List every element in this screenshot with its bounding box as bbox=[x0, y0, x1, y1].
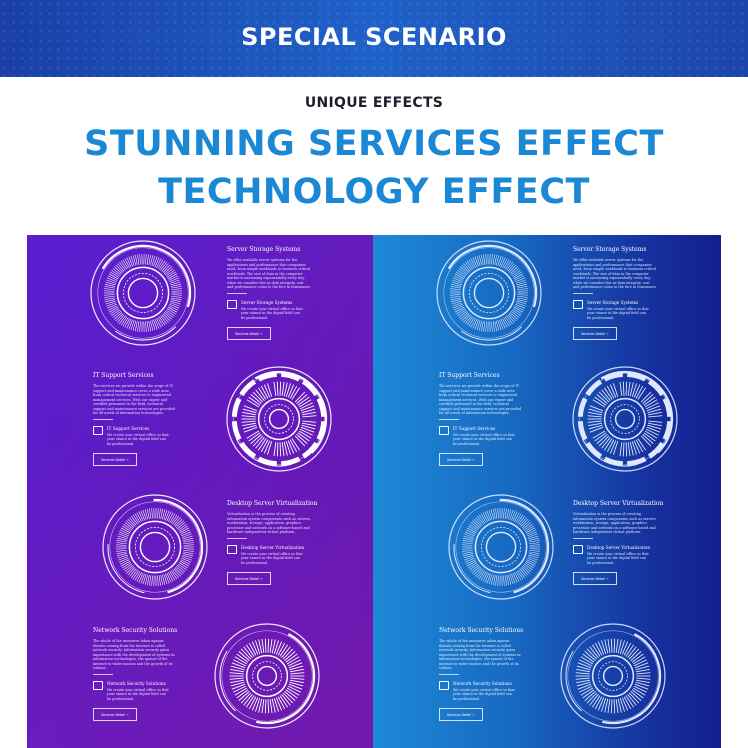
service-title: IT Support Services bbox=[439, 372, 500, 379]
service-block: Server Storage Systems We offer available… bbox=[573, 246, 657, 340]
feature-title: IT Support Services bbox=[453, 425, 496, 431]
tech-ring-graphic bbox=[102, 494, 208, 600]
divider bbox=[227, 537, 247, 539]
feature-title: Network Security Solutions bbox=[107, 680, 166, 686]
service-title: IT Support Services bbox=[93, 372, 154, 379]
headline-line-2: TECHNOLOGY EFFECT bbox=[158, 172, 590, 212]
divider bbox=[573, 292, 593, 294]
feature-title: IT Support Services bbox=[107, 425, 150, 431]
tech-ring-graphic bbox=[572, 366, 678, 472]
divider bbox=[573, 537, 593, 539]
banner-dot-pattern bbox=[0, 0, 748, 77]
network-icon bbox=[439, 680, 449, 690]
network-icon bbox=[93, 680, 103, 690]
service-description: The services we provide within the scope… bbox=[439, 384, 522, 415]
eyebrow-label: UNIQUE EFFECTS bbox=[304, 95, 444, 111]
tech-ring-graphic bbox=[226, 366, 332, 472]
server-icon bbox=[227, 299, 237, 309]
services-detail-button[interactable]: Services Detail → bbox=[93, 453, 137, 466]
divider bbox=[439, 418, 459, 420]
support-icon bbox=[439, 425, 449, 435]
support-icon bbox=[93, 425, 103, 435]
services-detail-button[interactable]: Services Detail → bbox=[573, 327, 617, 340]
desktop-icon bbox=[573, 544, 583, 554]
server-icon bbox=[573, 299, 583, 309]
service-title: Network Security Solutions bbox=[439, 627, 524, 634]
feature-title: Desktop Server Virtualization bbox=[587, 544, 651, 550]
service-description: Virtualization is the process of creatin… bbox=[573, 512, 657, 534]
feature-description: We create your virtual office so that yo… bbox=[587, 551, 649, 565]
divider bbox=[93, 673, 113, 675]
preview-panel-purple bbox=[27, 235, 373, 748]
desktop-icon bbox=[227, 544, 237, 554]
service-title: Network Security Solutions bbox=[93, 627, 178, 634]
tech-ring-graphic bbox=[448, 494, 554, 600]
feature-title: Network Security Solutions bbox=[453, 680, 512, 686]
service-title: Server Storage Systems bbox=[227, 246, 301, 253]
service-description: The services we provide within the scope… bbox=[93, 384, 176, 415]
feature-title: Server Storage Systems bbox=[241, 299, 293, 305]
divider bbox=[93, 418, 113, 420]
service-title: Desktop Server Virtualization bbox=[573, 500, 664, 507]
feature-description: We create your virtual office so that yo… bbox=[587, 306, 649, 320]
banner-title: SPECIAL SCENARIO bbox=[241, 22, 507, 51]
service-block: Server Storage Systems We offer available… bbox=[227, 246, 311, 340]
headline-line-1: STUNNING SERVICES EFFECT bbox=[84, 124, 664, 164]
tech-ring-graphic bbox=[90, 240, 196, 346]
feature-title: Server Storage Systems bbox=[587, 299, 639, 305]
feature-title: Desktop Server Virtualization bbox=[241, 544, 305, 550]
services-detail-button[interactable]: Services Detail → bbox=[573, 572, 617, 585]
feature-description: We create your virtual office so that yo… bbox=[241, 551, 303, 565]
service-title: Desktop Server Virtualization bbox=[227, 500, 318, 507]
services-detail-button[interactable]: Services Detail → bbox=[227, 572, 271, 585]
services-detail-button[interactable]: Services Detail → bbox=[439, 708, 483, 721]
service-description: The whole of the measures taken against … bbox=[93, 639, 175, 670]
tech-ring-graphic bbox=[436, 240, 542, 346]
feature-description: We create your virtual office so that yo… bbox=[107, 432, 169, 446]
tech-ring-graphic bbox=[214, 623, 320, 729]
feature-description: We create your virtual office so that yo… bbox=[107, 687, 169, 701]
service-description: The whole of the measures taken against … bbox=[439, 639, 521, 670]
divider bbox=[227, 292, 247, 294]
feature-description: We create your virtual office so that yo… bbox=[241, 306, 303, 320]
services-detail-button[interactable]: Services Detail → bbox=[227, 327, 271, 340]
services-detail-button[interactable]: Services Detail → bbox=[93, 708, 137, 721]
service-title: Server Storage Systems bbox=[573, 246, 647, 253]
tech-ring-graphic bbox=[560, 623, 666, 729]
feature-description: We create your virtual office so that yo… bbox=[453, 432, 515, 446]
service-description: We offer available server systems for th… bbox=[573, 258, 657, 289]
banner: SPECIAL SCENARIO bbox=[0, 0, 748, 77]
feature-description: We create your virtual office so that yo… bbox=[453, 687, 515, 701]
services-detail-button[interactable]: Services Detail → bbox=[439, 453, 483, 466]
service-description: Virtualization is the process of creatin… bbox=[227, 512, 311, 534]
divider bbox=[439, 673, 459, 675]
service-description: We offer available server systems for th… bbox=[227, 258, 311, 289]
